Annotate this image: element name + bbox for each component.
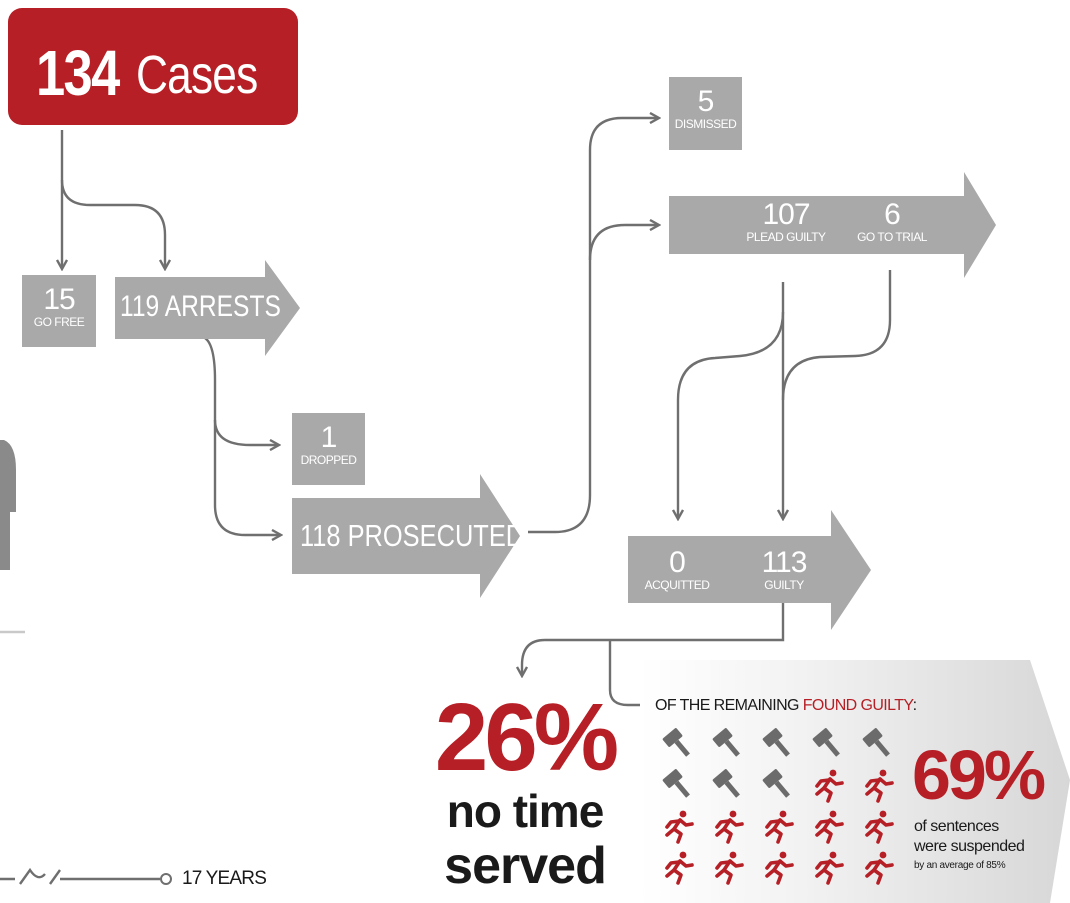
remaining-panel [640, 660, 1070, 903]
guilty-label: GUILTY [764, 578, 804, 592]
gavel-icon [712, 728, 740, 757]
timeline-label: 17 YEARS [182, 868, 267, 889]
go-to-trial-label: GO TO TRIAL [857, 230, 927, 244]
runner-icon [665, 851, 694, 885]
verdict-arrow [628, 510, 871, 630]
runner-icon [815, 769, 844, 803]
suspended-line2: were suspended [914, 838, 1025, 855]
go-free-value: 15 [43, 283, 75, 316]
gavel-icon [712, 769, 740, 798]
guilty-group: 113 GUILTY [748, 546, 820, 593]
prosecuted-label: 118 PROSECUTED [300, 518, 525, 553]
guilty-value: 113 [761, 546, 808, 579]
cases-header: 134 Cases [8, 8, 298, 125]
remaining-prefix: OF THE REMAINING [655, 697, 803, 714]
runner-icon [815, 810, 844, 844]
go-to-trial-value: 6 [884, 198, 901, 231]
runner-icon [715, 810, 744, 844]
cases-count: 134 [36, 37, 120, 109]
no-time-percent: 26% [434, 684, 619, 791]
dismissed-box: 5 DISMISSED [669, 77, 742, 150]
runner-icon [665, 810, 694, 844]
plead-guilty-value: 107 [762, 198, 810, 231]
plea-trial-arrow [669, 172, 996, 278]
dropped-box: 1 DROPPED [292, 413, 365, 485]
runner-icon [865, 769, 894, 803]
acquitted-group: 0 ACQUITTED [636, 546, 718, 593]
cases-label: Cases [136, 45, 258, 105]
dropped-value: 1 [320, 421, 338, 454]
runner-icon [865, 851, 894, 885]
acquitted-value: 0 [669, 546, 686, 579]
plead-guilty-group: 107 PLEAD GUILTY [738, 198, 834, 245]
dismissed-label: DISMISSED [674, 117, 737, 131]
gavel-icon [662, 769, 690, 798]
suspended-percent: 69% [912, 736, 1046, 814]
suspended-line3: by an average of 85% [914, 860, 1006, 871]
runner-icon [815, 851, 844, 885]
prosecuted-arrow [292, 474, 520, 598]
no-time-line1: no time [446, 785, 605, 837]
runner-icon [715, 851, 744, 885]
go-free-label: GO FREE [33, 315, 85, 329]
go-to-trial-group: 6 GO TO TRIAL [848, 198, 936, 245]
sentence-icon-grid [660, 726, 910, 891]
runner-icon [765, 851, 794, 885]
arrests-label: 119 ARRESTS [120, 290, 281, 323]
gavel-icon [812, 728, 840, 757]
gavel-icon [862, 728, 890, 757]
gavel-icon [762, 728, 790, 757]
gavel-icon [762, 769, 790, 798]
gavel-icon [662, 728, 690, 757]
runner-icon [765, 810, 794, 844]
runner-icon [865, 810, 894, 844]
remaining-heading: OF THE REMAINING FOUND GUILTY: [655, 697, 917, 715]
dropped-label: DROPPED [300, 453, 357, 467]
remaining-highlight: FOUND GUILTY [802, 697, 913, 714]
go-free-box: 15 GO FREE [22, 275, 96, 347]
suspended-line1: of sentences [914, 818, 999, 835]
dismissed-value: 5 [697, 85, 715, 118]
no-time-line2: served [444, 837, 607, 895]
remaining-suffix: : [912, 697, 917, 714]
acquitted-label: ACQUITTED [644, 578, 710, 592]
arrests-arrow [115, 260, 300, 356]
plead-guilty-label: PLEAD GUILTY [746, 230, 826, 244]
